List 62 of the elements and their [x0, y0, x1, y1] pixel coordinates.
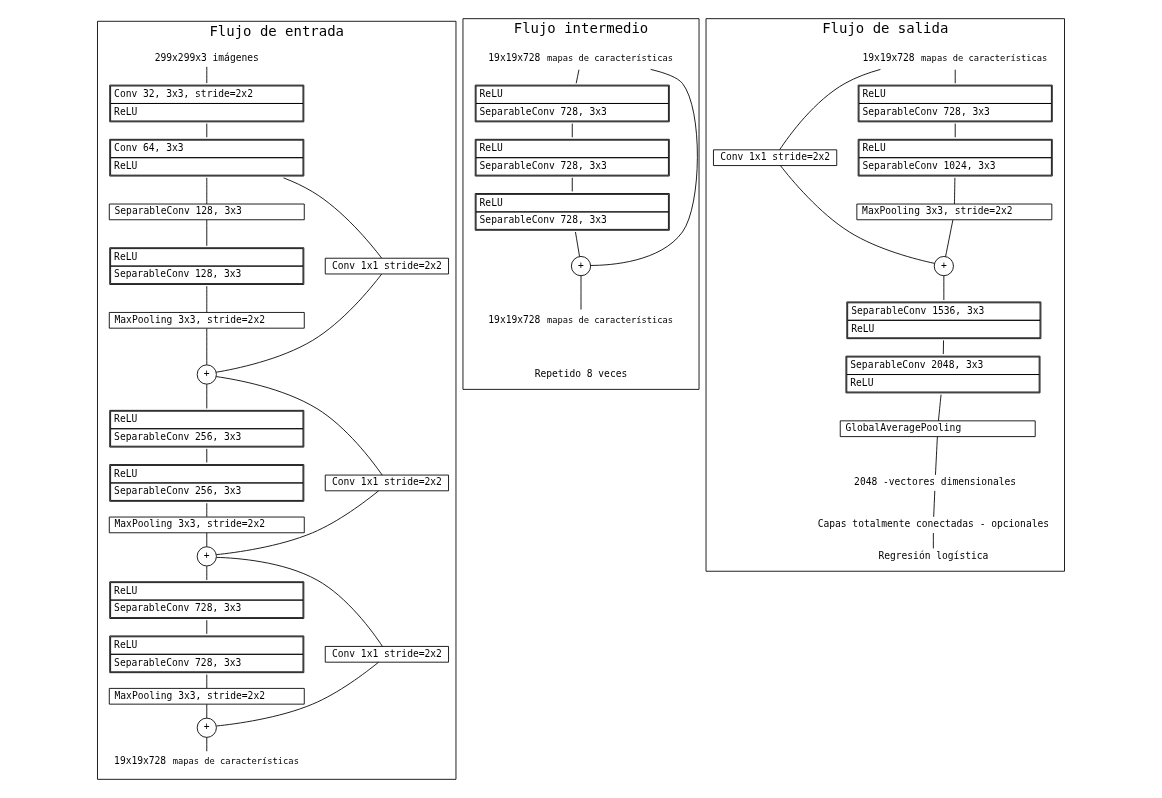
connector [206, 219, 208, 247]
node-text: Regresión logística [878, 549, 989, 561]
connector [215, 376, 383, 476]
node-circle: + [196, 364, 217, 385]
node-text: 19x19x728 mapas de características [114, 755, 299, 767]
node-box: Conv 1x1 stride=2x2 [324, 474, 449, 492]
connector [206, 66, 208, 84]
connector [571, 177, 573, 192]
connector [779, 69, 881, 151]
connector [954, 69, 956, 84]
node-box: Conv 1x1 stride=2x2 [713, 149, 838, 166]
node-box: GlobalAveragePooling [839, 420, 1036, 438]
node-circle: + [570, 256, 592, 277]
connector [932, 532, 934, 549]
connector [206, 565, 208, 581]
node-box: MaxPooling 3x3, stride=2x2 [108, 516, 305, 534]
connector [206, 123, 208, 138]
node-box: Conv 1x1 stride=2x2 [324, 646, 449, 663]
connector [206, 383, 208, 409]
node-box: MaxPooling 3x3, stride=2x2 [108, 687, 305, 705]
connector [206, 328, 208, 366]
connector [206, 619, 208, 635]
connector [780, 165, 935, 264]
connector [206, 674, 208, 689]
connector [206, 703, 208, 719]
node-text: 2048 -vectores dimensionales [854, 476, 1017, 488]
connector [933, 490, 936, 518]
connector [942, 340, 944, 355]
connector [954, 177, 956, 205]
connector [283, 177, 382, 259]
connector [206, 737, 208, 752]
node-text: 19x19x728 mapas de características [862, 52, 1048, 64]
connector [206, 285, 208, 313]
connector [206, 532, 208, 548]
connector [216, 556, 383, 647]
node-text: Capas totalmente conectadas - opcionales [817, 518, 1050, 530]
node-circle: + [196, 717, 217, 738]
connector [945, 219, 954, 258]
connector [938, 394, 942, 422]
connector [590, 69, 698, 266]
connector [206, 177, 208, 205]
connector [216, 490, 379, 556]
connector [935, 436, 938, 476]
connector [954, 123, 956, 138]
node-box: SeparableConv 128, 3x3 [108, 203, 305, 221]
node-text: 19x19x728 mapas de características [488, 52, 674, 64]
connector [571, 123, 573, 138]
connector [206, 502, 208, 518]
node-text: 299x299x3 imágenes [154, 52, 259, 64]
node-box: MaxPooling 3x3, stride=2x2 [108, 312, 305, 329]
connector [580, 275, 582, 311]
connector [943, 275, 945, 301]
connector [575, 69, 580, 84]
node-box: MaxPooling 3x3, stride=2x2 [856, 203, 1053, 221]
connector [215, 273, 382, 373]
connector [206, 448, 208, 463]
connector [575, 231, 580, 257]
node-circle: + [933, 256, 954, 277]
node-box: Conv 1x1 stride=2x2 [324, 257, 449, 275]
connector [216, 661, 379, 727]
node-circle: + [196, 546, 217, 567]
node-text: 19x19x728 mapas de características [488, 313, 674, 325]
